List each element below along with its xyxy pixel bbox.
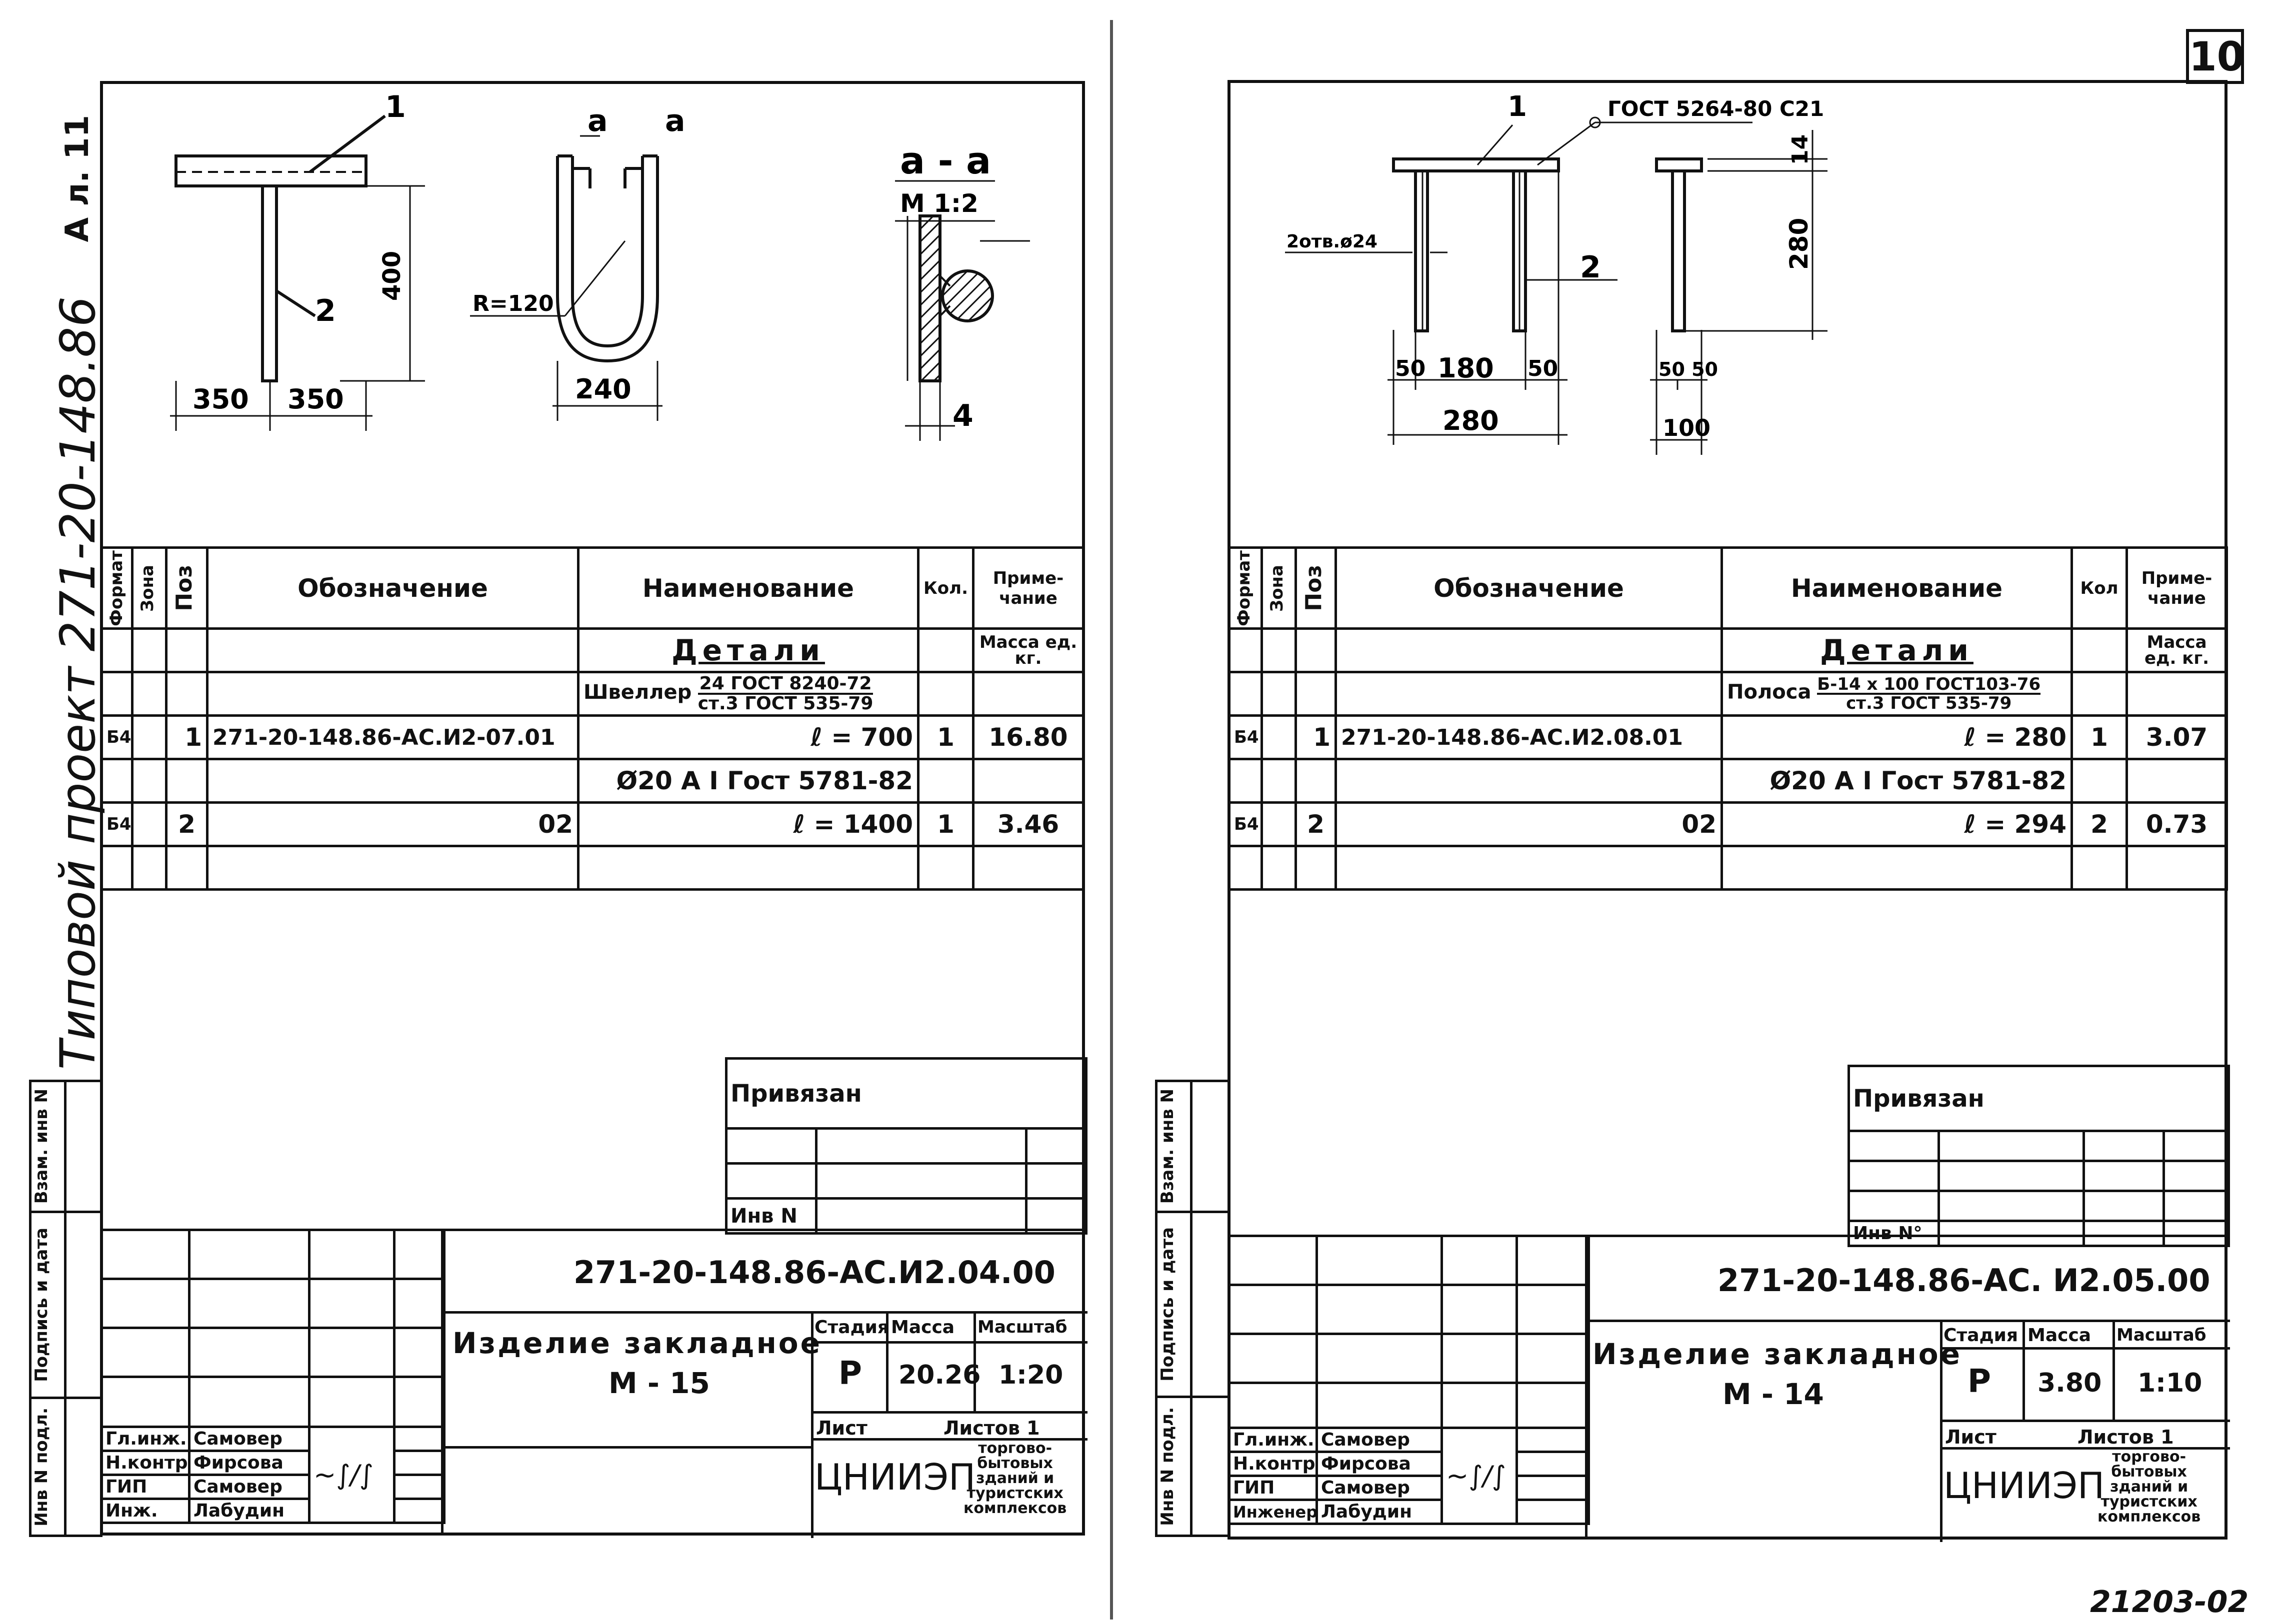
right-callout-1: 1: [1508, 90, 1527, 123]
right-dim-100: 100: [1662, 414, 1710, 441]
right-section-details: Детали: [1720, 627, 2073, 673]
left-dim-400: 400: [378, 251, 406, 301]
left-org: ЦНИИЭП: [814, 1456, 976, 1498]
right-holes: 2отв.ø24: [1286, 231, 1378, 252]
left-section-mark-a1: а: [588, 103, 608, 138]
right-row2-material: Ø20 А I Гост 5781-82: [1720, 758, 2073, 804]
left-dim-240: 240: [575, 373, 632, 405]
left-mass-label: Масса ед. кг.: [972, 627, 1084, 673]
right-dim-5050: 50 50: [1658, 358, 1718, 380]
right-drawing: 1 ГОСТ 5264-80 С21 2 2отв.ø24 14 280 50 …: [1285, 90, 1828, 455]
right-title-block: 271-20-148.86-АС. И2.05.00 Изделие закла…: [1585, 1235, 2230, 1542]
left-spec-table: Формат Зона Поз Обозначение Наименование…: [100, 546, 1084, 891]
left-callout-2: 2: [315, 293, 336, 328]
left-section-title: а - а: [900, 139, 991, 182]
left-head-note: Приме-чание: [972, 546, 1084, 630]
left-dim-350a: 350: [192, 383, 249, 415]
table-row: Б4 1 271-20-148.86-АС.И2.08.01 ℓ = 280 1…: [1228, 714, 2228, 760]
left-head-zone: Зона: [131, 546, 168, 630]
left-radius: R=120: [472, 291, 554, 316]
left-head-pos: Поз: [165, 546, 208, 630]
right-dim-14: 14: [1788, 134, 1813, 165]
right-dim-180: 180: [1438, 352, 1494, 384]
left-section-scale: М 1:2: [900, 189, 978, 218]
right-inv-no-label: Инв N°: [1848, 1220, 1940, 1247]
right-item-name: Изделие закладное: [1592, 1337, 1962, 1371]
side-project-label: Типовой проект 271-20-148.86: [50, 296, 106, 1070]
right-org: ЦНИИЭП: [1944, 1465, 2105, 1507]
left-doc-code: 271-20-148.86-АС.И2.04.00: [574, 1254, 1056, 1291]
left-stage: Р: [838, 1355, 862, 1392]
right-callout-2: 2: [1580, 250, 1601, 285]
sheet-number-box: 10: [2186, 29, 2244, 84]
right-doc-code: 271-20-148.86-АС. И2.05.00: [1718, 1262, 2210, 1299]
right-mass: 3.80: [2038, 1368, 2102, 1398]
right-dim-280v: 280: [1784, 218, 1814, 270]
left-privyazan-block: Привязан Инв N: [724, 1057, 1088, 1235]
left-scale: 1:20: [998, 1360, 1064, 1390]
right-row1-material: Полоса Б-14 х 100 ГОСТ103-76 ст.3 ГОСТ 5…: [1720, 671, 2073, 717]
left-row2-material: Ø20 А I Гост 5781-82: [577, 758, 920, 804]
left-head-name: Наименование: [577, 546, 920, 630]
table-row: Б4 1 271-20-148.86-АС.И2-07.01 ℓ = 700 1…: [100, 714, 1084, 760]
right-privyazan-block: Привязан Инв N°: [1848, 1065, 2230, 1247]
left-inv-no-label: Инв N: [725, 1197, 818, 1235]
left-head-qty: Кол.: [917, 546, 974, 630]
left-drawing: 1 2 400 350 350 а а R=120 240 а - а М 1:…: [170, 89, 1030, 441]
fold-line: [1110, 20, 1113, 1620]
left-section-details: Детали: [577, 627, 920, 673]
left-callout-1: 1: [385, 89, 406, 124]
bottom-code: 21203-02: [2090, 1585, 2249, 1620]
right-dim-280h: 280: [1442, 405, 1499, 436]
table-row: Б4 2 02 ℓ = 1400 1 3.46: [100, 801, 1084, 847]
left-head-format: Формат: [100, 546, 134, 630]
left-head-designation: Обозначение: [206, 546, 580, 630]
left-section-mark-a2: а: [665, 103, 686, 138]
left-privyazan-label: Привязан: [724, 1057, 1088, 1130]
right-dim-50b: 50: [1528, 356, 1558, 381]
right-scale: 1:10: [2138, 1368, 2202, 1398]
side-label: А л. 11: [59, 115, 96, 242]
right-callout-gost: ГОСТ 5264-80 С21: [1608, 96, 1824, 121]
left-side-cells: Взам. инв N Подпись и дата Инв N подл.: [29, 1080, 102, 1537]
right-spec-table: Формат Зона Поз Обозначение Наименование…: [1228, 546, 2228, 891]
right-privyazan-label: Привязан: [1848, 1065, 2230, 1132]
left-row1-material: Швеллер 24 ГОСТ 8240-72 ст.3 ГОСТ 535-79: [577, 671, 920, 717]
left-item-name: Изделие закладное: [452, 1326, 822, 1360]
left-mass: 20.26: [898, 1360, 981, 1390]
right-dim-50a: 50: [1395, 356, 1426, 381]
right-item-mark: М - 14: [1722, 1377, 1824, 1411]
right-side-cells: Взам. инв N Подпись и дата Инв N подл.: [1155, 1080, 1230, 1537]
left-dim-4: 4: [952, 398, 974, 433]
left-title-block: 271-20-148.86-АС.И2.04.00 Изделие заклад…: [441, 1229, 1088, 1538]
left-dim-350b: 350: [288, 383, 344, 415]
table-row: Б4 2 02 ℓ = 294 2 0.73: [1228, 801, 2228, 847]
right-stage: Р: [1968, 1363, 1991, 1400]
left-item-mark: М - 15: [608, 1366, 710, 1400]
